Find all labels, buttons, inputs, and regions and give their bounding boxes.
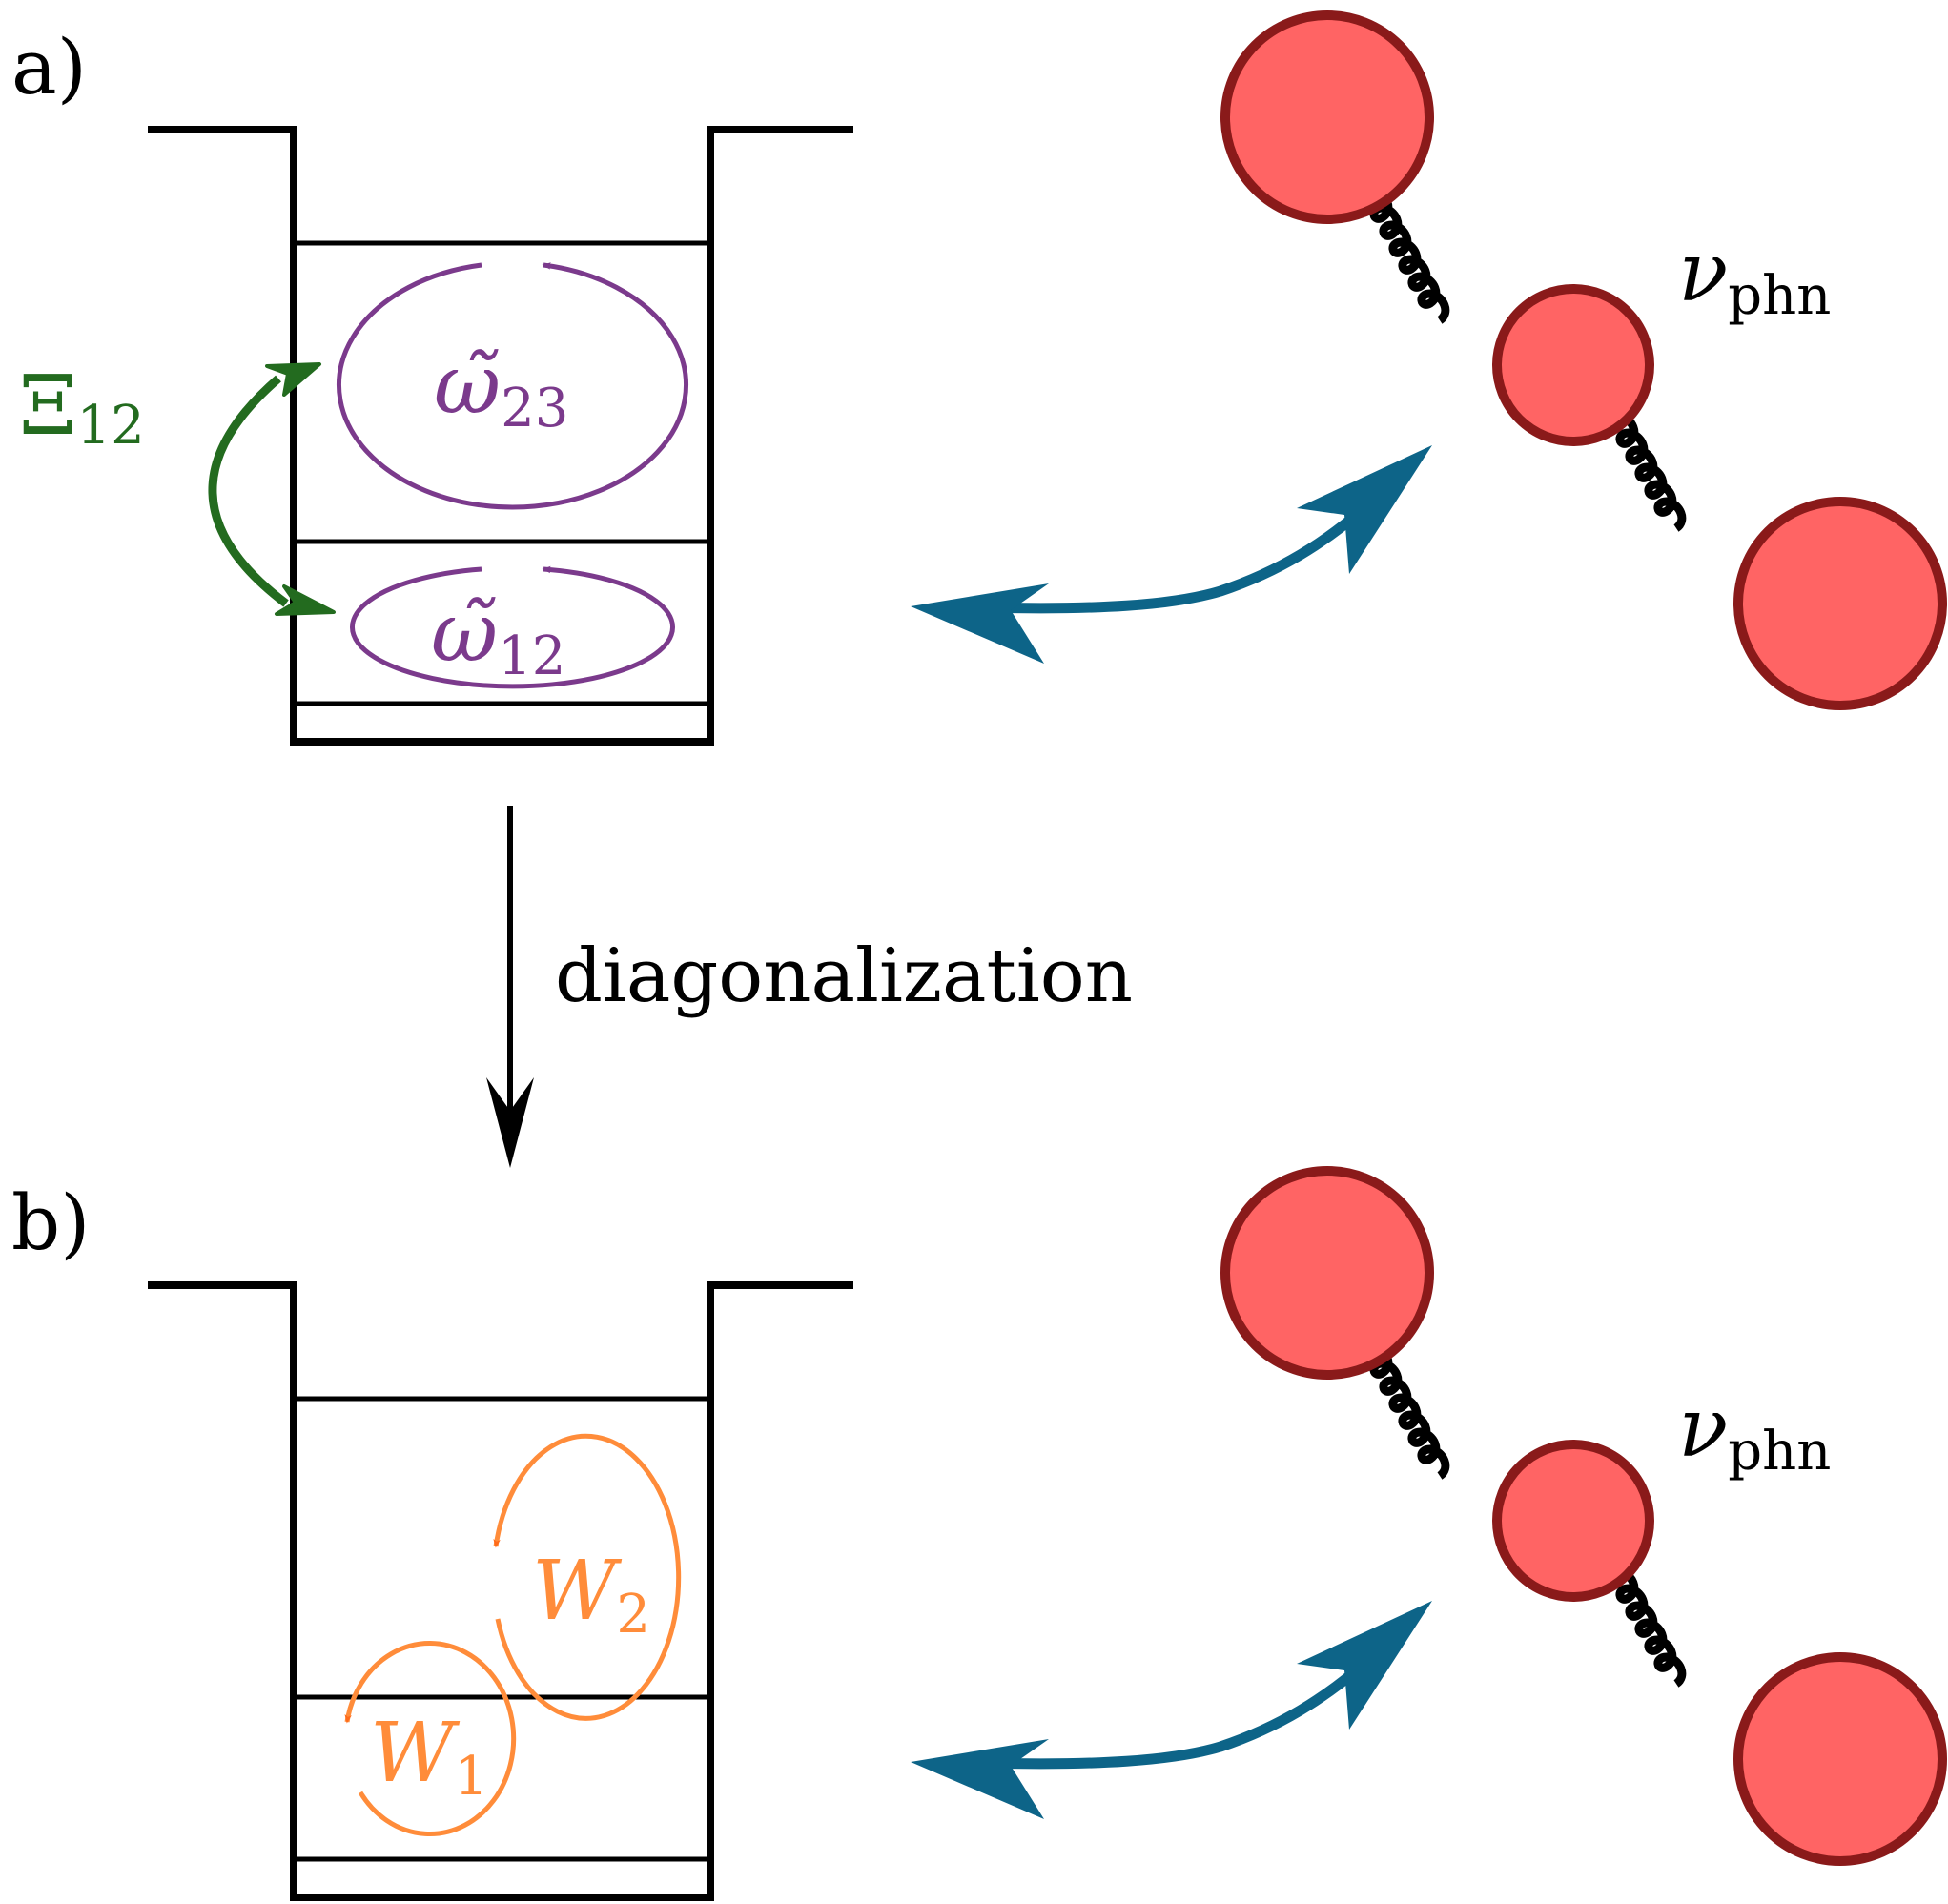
phonon-label-a: νphn [1678,225,1831,327]
panel-b: b) W2 W1 [11,1166,1947,1901]
atom-middle-b [1492,1440,1654,1602]
diagonalization-label: diagonalization [555,933,1133,1019]
panel-b-label: b) [11,1178,90,1267]
coupling-label: Ξ12 [19,358,145,457]
coupling-head-bottom [275,584,336,616]
phonon-molecule-b: νphn [1220,1166,1947,1866]
coupling-curve [208,375,289,607]
loop-w2: W2 [493,1433,682,1721]
panel-a: a) ω̃23 ω̃12 Ξ12 [11,10,1947,746]
interaction-head-left-a [911,583,1049,664]
diagonalization-transition: diagonalization [486,806,1133,1168]
loop-omega-23: ω̃23 [337,262,688,510]
down-arrow-head [486,1077,534,1168]
loop-omega-12-label: ω̃12 [431,585,565,687]
interaction-head-left-b [911,1739,1049,1819]
spring-upper-b [1369,1341,1450,1480]
atom-bottom-a [1733,497,1947,710]
quantum-well-b [148,1281,853,1901]
loop-omega-12: ω̃12 [350,565,675,689]
loop-omega-12-arrow [350,565,675,689]
atom-top-a [1220,10,1434,224]
phonon-label-b: νphn [1678,1381,1831,1483]
coupling-head-top [265,362,321,397]
interaction-head-right-a [1297,445,1432,574]
interaction-arrow-a [911,445,1432,664]
loop-w1-arrow [344,1641,517,1837]
loop-w2-label: W2 [532,1544,650,1646]
interaction-curve-b [976,1650,1379,1770]
loop-omega-23-label: ω̃23 [434,338,568,440]
atom-bottom-b [1733,1652,1947,1866]
panel-a-label: a) [11,23,87,112]
interaction-arrow-b [911,1601,1432,1819]
loop-w1: W1 [344,1641,517,1837]
atom-top-b [1220,1166,1434,1380]
phonon-molecule-a: νphn [1220,10,1947,710]
spring-upper-a [1369,186,1450,324]
atom-middle-a [1492,284,1654,446]
interaction-curve-a [976,495,1379,614]
well-outline-b [148,1281,853,1901]
quantum-well-a [148,126,853,746]
loop-w2-arrow [493,1433,682,1721]
loop-omega-23-arrow [337,262,688,510]
coupling-arrow-xi-12: Ξ12 [19,358,336,616]
interaction-head-right-b [1297,1601,1432,1730]
loop-w1-label: W1 [370,1706,488,1808]
well-outline-a [148,126,853,746]
